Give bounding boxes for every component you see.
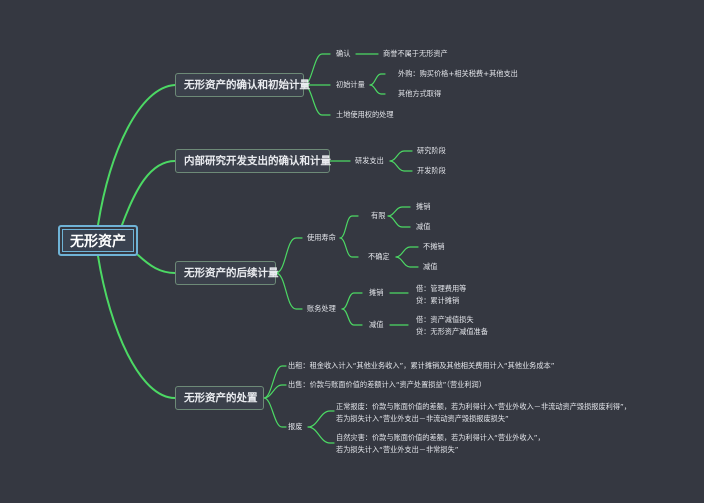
- branch-subsequent-measurement[interactable]: 无形资产的后续计量: [175, 261, 279, 285]
- entry-debit: 借：管理费用等: [416, 284, 467, 293]
- entry-credit: 贷：无形资产减值准备: [416, 327, 488, 336]
- edge-root-b3: [137, 254, 176, 274]
- node-sale[interactable]: 出售：价款与账面价值的差额计入“资产处置损益”（营业利润）: [288, 380, 486, 389]
- node-accounting-treatment[interactable]: 账务处理: [307, 304, 336, 313]
- node-normal-scrap[interactable]: 正常报废：价款与账面价值的差额，若为利得计入“营业外收入－非流动资产毁损报废利得…: [336, 401, 631, 425]
- node-rd-expense[interactable]: 研发支出: [355, 156, 384, 165]
- node-acc-impairment-entry[interactable]: 借：资产减值损失 贷：无形资产减值准备: [416, 314, 488, 338]
- node-acc-amortization[interactable]: 摊销: [369, 288, 384, 297]
- node-lease[interactable]: 出租：租金收入计入“其他业务收入”，累计摊销及其他相关费用计入“其他业务成本”: [288, 361, 555, 370]
- entry-credit: 贷：累计摊销: [416, 296, 460, 305]
- node-indefinite[interactable]: 不确定: [368, 252, 390, 261]
- node-useful-life[interactable]: 使用寿命: [307, 233, 336, 242]
- node-indefinite-impairment[interactable]: 减值: [423, 262, 438, 271]
- node-land-use-right[interactable]: 土地使用权的处理: [336, 110, 394, 119]
- node-development-phase[interactable]: 开发阶段: [417, 166, 446, 175]
- branch-disposal[interactable]: 无形资产的处置: [175, 386, 264, 410]
- node-natural-disaster[interactable]: 自然灾害：价款与账面价值的差额，若为利得计入“营业外收入”， 若为损失计入“营业…: [336, 432, 545, 456]
- edge-root-b4: [97, 255, 176, 399]
- node-scrap[interactable]: 报废: [288, 422, 303, 431]
- node-finite[interactable]: 有限: [371, 211, 386, 220]
- edge-root-b2: [121, 160, 176, 226]
- natural-disaster-line-1: 自然灾害：价款与账面价值的差额，若为利得计入“营业外收入”，: [336, 433, 545, 442]
- node-other-ways[interactable]: 其他方式取得: [398, 89, 442, 98]
- branch-internal-rd[interactable]: 内部研究开发支出的确认和计量: [175, 149, 331, 173]
- root-node[interactable]: 无形资产: [58, 225, 138, 256]
- entry-debit: 借：资产减值损失: [416, 315, 474, 324]
- node-recognition[interactable]: 确认: [336, 49, 351, 58]
- node-goodwill-note[interactable]: 商誉不属于无形资产: [383, 49, 448, 58]
- node-finite-impairment[interactable]: 减值: [416, 222, 431, 231]
- node-indefinite-no-amortization[interactable]: 不摊销: [423, 242, 445, 251]
- natural-disaster-line-2: 若为损失计入“营业外支出－非常损失”: [336, 445, 459, 454]
- normal-scrap-line-2: 若为损失计入“营业外支出－非流动资产毁损报废损失”: [336, 414, 509, 423]
- normal-scrap-line-1: 正常报废：价款与账面价值的差额，若为利得计入“营业外收入－非流动资产毁损报废利得…: [336, 402, 631, 411]
- node-finite-amortization[interactable]: 摊销: [416, 202, 431, 211]
- node-research-phase[interactable]: 研究阶段: [417, 146, 446, 155]
- node-acc-impairment[interactable]: 减值: [369, 320, 384, 329]
- node-purchase[interactable]: 外购：购买价格+相关税费+其他支出: [398, 69, 518, 78]
- branch-recognition-initial[interactable]: 无形资产的确认和初始计量: [175, 73, 310, 97]
- node-acc-amortization-entry[interactable]: 借：管理费用等 贷：累计摊销: [416, 283, 466, 307]
- node-initial-measurement[interactable]: 初始计量: [336, 80, 365, 89]
- edge-root-b1: [97, 84, 176, 226]
